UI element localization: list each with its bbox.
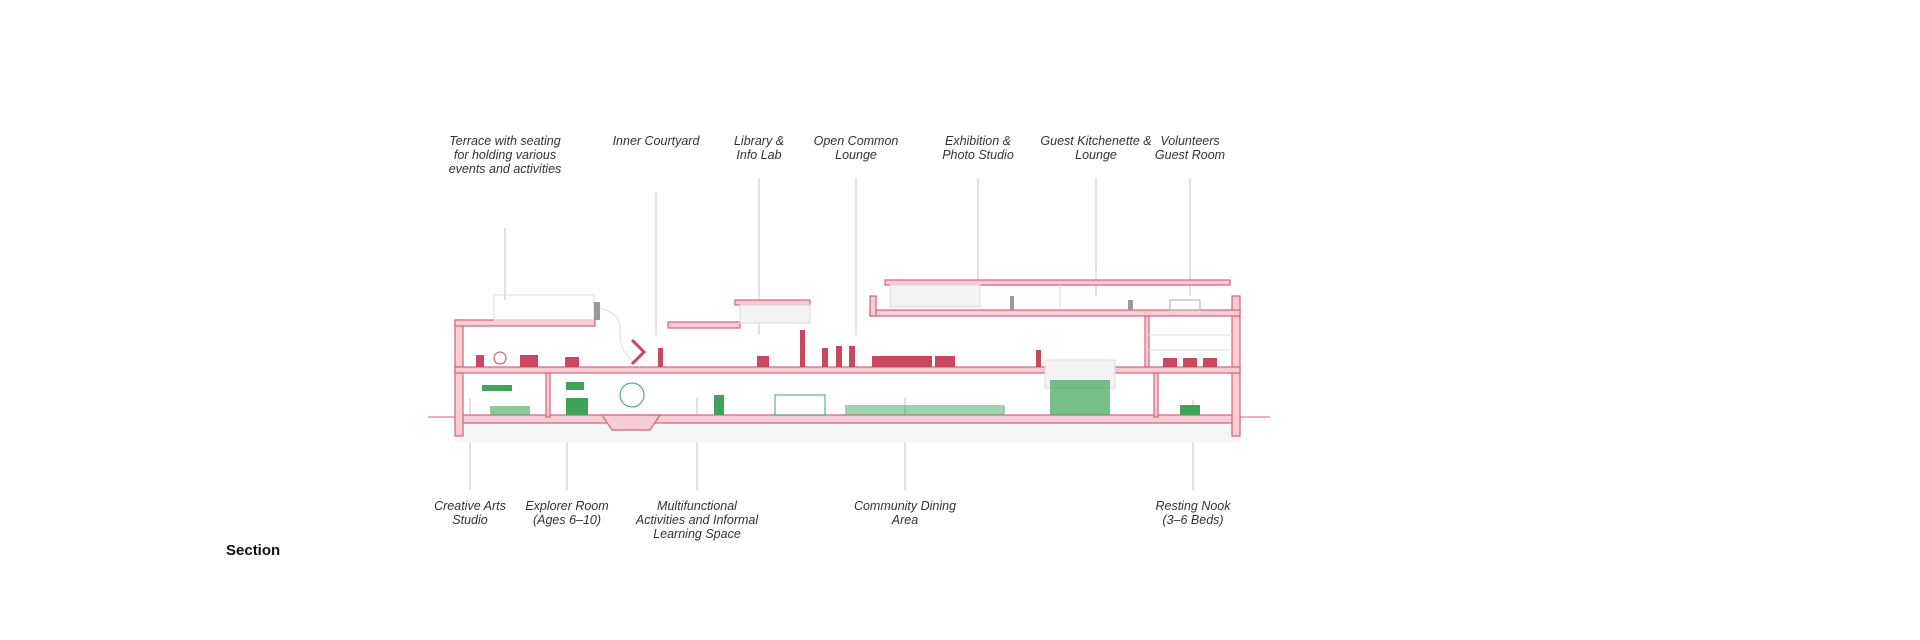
label-line: Resting Nook	[1155, 499, 1231, 513]
label-exhibition: Exhibition & Photo Studio	[942, 134, 1014, 162]
upper-floor-figures	[476, 330, 1217, 367]
label-line: Open Common	[813, 134, 899, 148]
label-multifunctional: Multifunctional Activities and Informal …	[636, 499, 758, 541]
label-line: Terrace with seating	[449, 134, 561, 148]
upper-level-figures	[594, 296, 1201, 320]
label-volunteers: Volunteers Guest Room	[1155, 134, 1225, 162]
label-line: events and activities	[448, 162, 562, 176]
label-line: Guest Room	[1154, 148, 1226, 162]
label-line: Volunteers	[1160, 134, 1220, 148]
label-line: Learning Space	[653, 527, 741, 541]
label-line: (Ages 6–10)	[532, 513, 602, 527]
section-title: Section	[226, 542, 281, 559]
label-line: Community Dining	[853, 499, 957, 513]
label-line: Inner Courtyard	[612, 134, 700, 148]
label-explorer-room: Explorer Room (Ages 6–10)	[525, 499, 608, 527]
label-line: Exhibition &	[944, 134, 1011, 148]
label-line: Creative Arts	[434, 499, 506, 513]
label-line: Multifunctional	[657, 499, 737, 513]
label-line: (3–6 Beds)	[1162, 513, 1224, 527]
label-line: Photo Studio	[942, 148, 1014, 162]
leader-lines	[469, 178, 1194, 490]
label-line: Guest Kitchenette &	[1040, 134, 1152, 148]
label-resting-nook: Resting Nook (3–6 Beds)	[1155, 499, 1230, 527]
label-line: Library &	[733, 134, 785, 148]
label-line: Lounge	[835, 148, 877, 162]
label-creative-arts: Creative Arts Studio	[434, 499, 506, 527]
label-library: Library & Info Lab	[734, 134, 784, 162]
label-line: Activities and Informal	[635, 513, 759, 527]
label-line: Studio	[452, 513, 488, 527]
label-line: Area	[891, 513, 919, 527]
label-line: Info Lab	[736, 148, 782, 162]
label-line: for holding various	[453, 148, 557, 162]
label-open-common-lounge: Open Common Lounge	[814, 134, 899, 162]
label-terrace: Terrace with seating for holding various…	[449, 134, 562, 176]
lower-floor-figures	[482, 380, 1200, 416]
interior-lines	[493, 284, 1232, 389]
label-community-dining: Community Dining Area	[854, 499, 956, 527]
label-inner-courtyard: Inner Courtyard	[613, 134, 700, 148]
label-guest-kitchenette: Guest Kitchenette & Lounge	[1040, 134, 1151, 162]
label-line: Explorer Room	[525, 499, 609, 513]
label-line: Lounge	[1075, 148, 1117, 162]
